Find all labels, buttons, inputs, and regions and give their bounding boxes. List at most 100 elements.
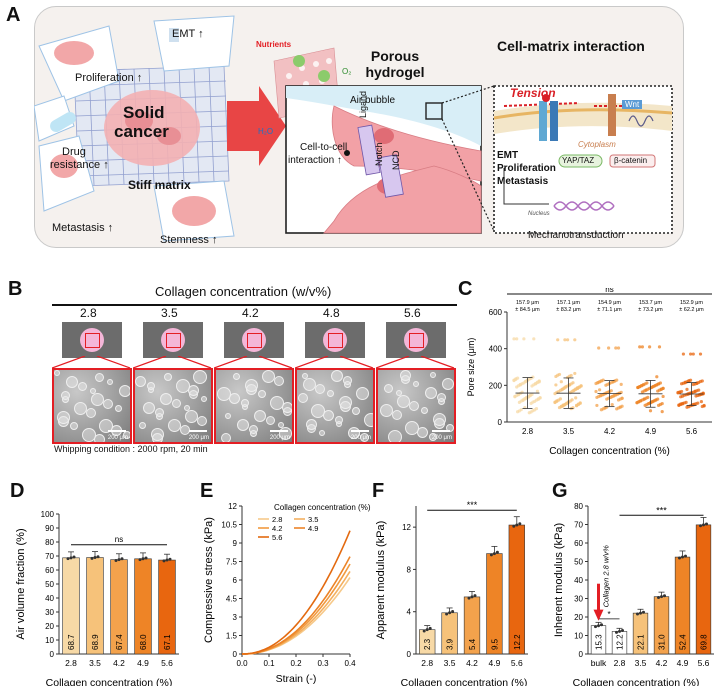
data-point [647, 401, 651, 406]
value-label: 9.5 [490, 638, 499, 650]
stiff-matrix-label: Stiff matrix [128, 178, 191, 192]
x-axis-label: Collagen concentration (%) [46, 677, 173, 686]
data-point [532, 337, 536, 341]
y-tick-label: 200 [489, 381, 503, 390]
data-point [568, 391, 572, 395]
y-axis-label: Inherent modulus (kPa) [553, 523, 565, 637]
concentration-label: 4.8 [323, 306, 340, 320]
data-point [658, 402, 662, 407]
x-tick-label: 2.8 [65, 658, 77, 668]
replicate-point [681, 555, 684, 559]
scale-bar-label: 200 μm [188, 435, 209, 441]
concentration-label: 4.2 [242, 306, 259, 320]
scale-bar-label: 200 μm [269, 435, 290, 441]
data-point [515, 337, 519, 341]
data-point [597, 394, 601, 399]
proliferation-b-label: Proliferation [497, 163, 556, 174]
data-point [522, 337, 526, 341]
y-tick-label: 600 [489, 308, 503, 317]
y-tick-label: 60 [574, 539, 583, 548]
h2o-label: H₂O [258, 127, 274, 136]
micrograph: 200 μm [52, 368, 132, 444]
y-tick-label: 1.5 [226, 632, 238, 641]
replicate-point [489, 553, 493, 557]
data-point [553, 392, 557, 396]
y-tick-label: 80 [45, 538, 54, 547]
y-tick-label: 70 [574, 521, 583, 530]
y-tick-label: 400 [489, 345, 503, 354]
down-arrow-head-icon [593, 609, 604, 621]
data-point [517, 409, 521, 413]
solid-cancer-label-2: cancer [114, 122, 169, 141]
y-tick-label: 0 [233, 650, 238, 659]
x-tick-label: bulk [591, 658, 607, 668]
sd-annotation: ± 84.5 μm [515, 307, 540, 313]
x-tick-label: 3.5 [444, 658, 456, 668]
data-point [640, 345, 644, 349]
data-point [644, 388, 648, 392]
data-point [619, 382, 623, 386]
replicate-point [120, 557, 124, 561]
replicate-point [448, 611, 452, 615]
data-point [571, 406, 575, 410]
micrograph: 200 μm [133, 368, 213, 444]
y-tick-label: 70 [45, 552, 54, 561]
panel-b-title-rule [52, 304, 457, 306]
data-point [566, 338, 570, 342]
sd-annotation: ± 73.2 μm [638, 307, 663, 313]
value-label: 3.9 [446, 638, 455, 650]
data-point [534, 382, 538, 386]
data-point [594, 389, 598, 394]
y-axis-label: Pore size (μm) [466, 338, 476, 397]
scale-bar-label: 200 μm [350, 435, 371, 441]
replicate-point [90, 556, 94, 560]
replicate-point [702, 523, 705, 527]
x-tick-label: 4.2 [656, 658, 668, 668]
solid-cancer-blob [104, 90, 200, 166]
data-point [556, 338, 560, 342]
x-tick-label: 5.6 [698, 658, 710, 668]
replicate-point [144, 556, 148, 560]
data-point [648, 345, 652, 349]
y-tick-label: 60 [45, 566, 54, 575]
x-tick-label: 0.1 [263, 659, 275, 668]
replicate-point [69, 556, 73, 560]
x-tick-label: 0.0 [236, 659, 248, 668]
y-tick-label: 40 [45, 594, 54, 603]
value-label: 22.1 [637, 634, 646, 650]
data-point [605, 397, 609, 401]
legend-label: 2.8 [272, 515, 282, 524]
sd-annotation: ± 71.1 μm [597, 307, 622, 313]
data-point [515, 385, 519, 389]
replicate-point [699, 524, 702, 528]
data-point [694, 394, 698, 398]
data-point [572, 389, 576, 393]
data-point [695, 381, 699, 385]
micrograph: 200 μm [376, 368, 456, 444]
x-tick-label: 0.3 [317, 659, 329, 668]
y-tick-label: 40 [574, 576, 583, 585]
replicate-point [451, 610, 455, 614]
data-point [681, 352, 685, 356]
replicate-point [470, 595, 474, 599]
x-tick-label: 4.9 [137, 658, 149, 668]
replicate-point [72, 555, 76, 559]
data-point [561, 404, 565, 408]
solid-cancer-label-1: Solid [123, 103, 165, 122]
mean-annotation: 152.9 μm [680, 300, 703, 306]
yap-taz-label: YAP/TAZ [562, 156, 595, 165]
macro-photo [224, 322, 284, 358]
concentration-label: 2.8 [80, 306, 97, 320]
data-point [610, 402, 614, 407]
data-point [650, 400, 654, 404]
data-point [656, 389, 660, 393]
data-point [655, 383, 659, 387]
data-point [616, 398, 621, 402]
data-point [661, 394, 665, 399]
concentration-label: 5.6 [404, 306, 421, 320]
data-point [611, 380, 615, 384]
replicate-point [657, 596, 660, 600]
